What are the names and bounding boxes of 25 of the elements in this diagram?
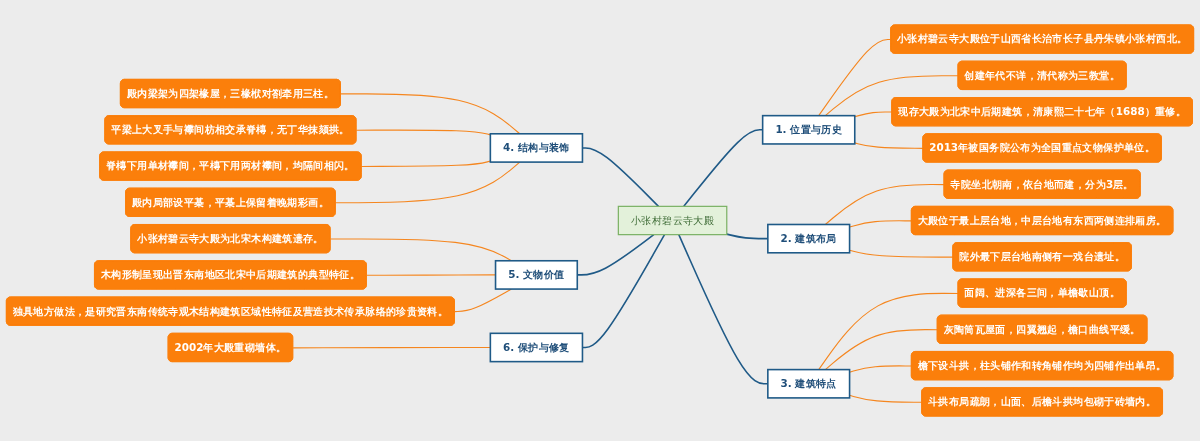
node-box: 3. 建筑特点 (767, 368, 851, 399)
connector (818, 292, 959, 371)
node-box: 2. 建筑布局 (767, 223, 851, 254)
node-box: 4. 结构与装饰 (489, 133, 584, 163)
connector (824, 329, 939, 371)
node-box: 5. 文物价值 (494, 259, 579, 290)
connector (849, 394, 923, 403)
connector (454, 288, 512, 313)
connector (854, 111, 893, 118)
connector (818, 38, 892, 117)
node-box: 1. 位置与历史 (761, 114, 856, 145)
connector (824, 184, 945, 226)
connector (329, 238, 512, 262)
connector (340, 93, 521, 135)
connector (292, 346, 491, 349)
connector (854, 142, 924, 149)
connector (355, 129, 491, 136)
connector (849, 249, 954, 258)
connector (849, 365, 913, 373)
connector (361, 160, 491, 168)
connector (849, 220, 913, 228)
node-box: 小张村碧云寺大殿 (617, 205, 728, 236)
connector (824, 75, 959, 117)
node-box: 6. 保护与修复 (489, 332, 584, 363)
connector (335, 161, 521, 204)
